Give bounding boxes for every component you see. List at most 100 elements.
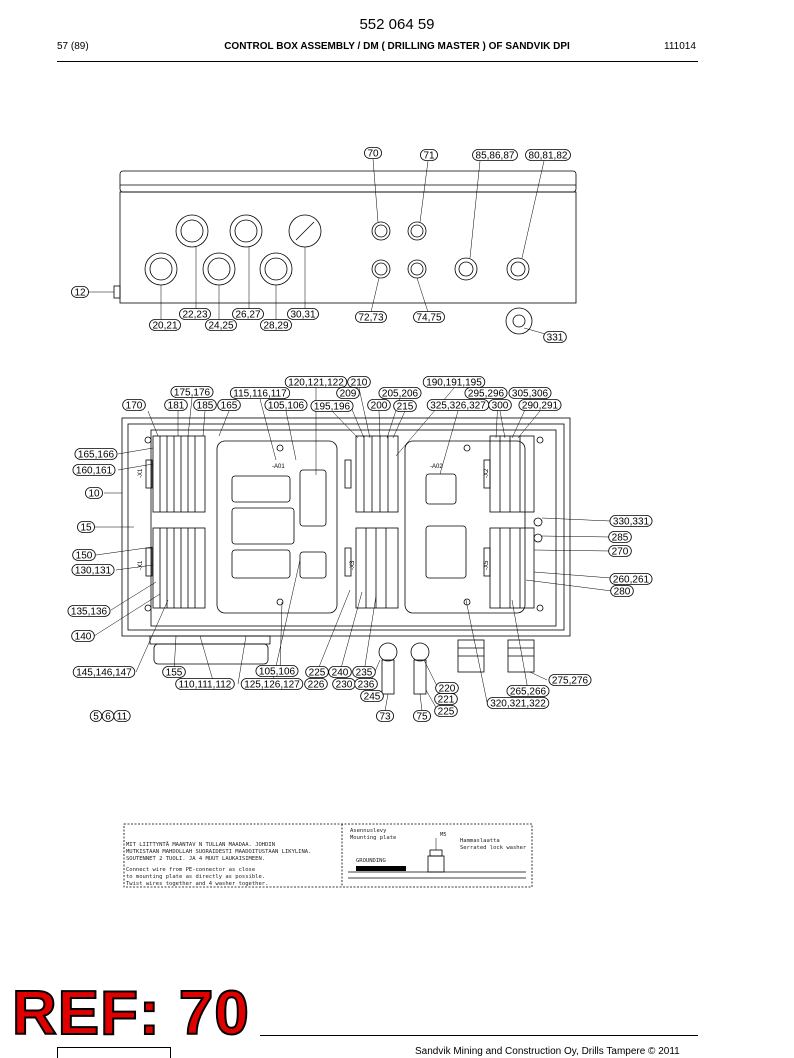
svg-text:225: 225 [438, 707, 455, 718]
connectors-top [371, 221, 533, 335]
callout: 165,166 [74, 448, 118, 461]
rail-label: -X1 [138, 560, 144, 570]
note-label: Mounting plate [350, 835, 396, 841]
svg-text:15: 15 [80, 523, 92, 534]
note-line: MUTKISTAAN MAHDOLLAH SUORAIDESTI MAADOIT… [126, 849, 311, 855]
svg-text:215: 215 [397, 402, 414, 413]
callout: 245 [360, 690, 384, 703]
callout: 135,136 [67, 605, 111, 618]
callout: 209 [336, 387, 360, 400]
svg-text:24,25: 24,25 [208, 321, 233, 332]
svg-text:325,326,327: 325,326,327 [430, 401, 486, 412]
internal-view-enclosure [121, 417, 571, 637]
svg-text:28,29: 28,29 [263, 321, 288, 332]
svg-text:235: 235 [356, 668, 373, 679]
svg-text:280: 280 [614, 587, 631, 598]
callout: 325,326,327 [426, 399, 490, 412]
svg-text:200: 200 [371, 401, 388, 412]
svg-text:22,23: 22,23 [182, 310, 207, 321]
svg-text:140: 140 [75, 632, 92, 643]
svg-text:70: 70 [367, 149, 379, 160]
callout: 240 [328, 666, 352, 679]
svg-text:80,81,82: 80,81,82 [529, 151, 568, 162]
svg-text:205,206: 205,206 [382, 389, 419, 400]
svg-text:105,106: 105,106 [268, 401, 305, 412]
callout: 12 [71, 286, 89, 299]
note-line: SOUTENNET 2 TUOLI. JA 4 MUUT LAUKAISIMEE… [126, 856, 265, 862]
callout: 290,291 [518, 399, 562, 412]
svg-text:290,291: 290,291 [522, 401, 559, 412]
callout: 330,331 [609, 515, 653, 528]
svg-text:225: 225 [309, 668, 326, 679]
svg-text:11: 11 [117, 712, 128, 723]
svg-text:236: 236 [358, 680, 375, 691]
callout: 70 [364, 147, 382, 160]
svg-text:26,27: 26,27 [235, 310, 260, 321]
callout: 305,306 [508, 387, 552, 400]
svg-text:10: 10 [88, 489, 100, 500]
note-line: Twist wires together and 4 washer togeth… [126, 881, 268, 887]
svg-text:115,116,117: 115,116,117 [233, 389, 287, 400]
callout: 270 [608, 545, 632, 558]
callout: 215 [393, 400, 417, 413]
svg-text:20,21: 20,21 [152, 321, 177, 332]
callout: 150 [72, 549, 96, 562]
svg-text:71: 71 [423, 151, 435, 162]
grounding-note-text: MIT LIITTYNTÄ MAANTAV N TULLAN MAADAA. J… [126, 828, 527, 887]
svg-text:245: 245 [364, 692, 381, 703]
svg-text:300: 300 [492, 401, 509, 412]
svg-text:190,191,195: 190,191,195 [426, 378, 482, 389]
callout: 24,25 [205, 319, 237, 332]
callout: 175,176 [170, 386, 214, 399]
callout: 200 [367, 399, 391, 412]
svg-text:105,106: 105,106 [259, 667, 296, 678]
rail-label: -X2 [484, 468, 490, 478]
document-number: 552 064 59 [359, 16, 435, 33]
callout: 260,261 [609, 573, 653, 586]
callout: 230 [332, 678, 356, 691]
note-label: Asennuslevy [350, 828, 387, 834]
internal-view-leaders [93, 387, 613, 712]
callout: 11 [113, 710, 131, 723]
note-label: Hammaslaatta [460, 838, 500, 844]
terminal-rails [145, 435, 535, 609]
callout: 28,29 [260, 319, 292, 332]
svg-text:285: 285 [612, 533, 629, 544]
cable-glands-top [144, 214, 322, 286]
callout: 275,276 [548, 674, 592, 687]
callout: 225 [305, 666, 329, 679]
svg-text:270: 270 [612, 547, 629, 558]
callout: 226 [304, 678, 328, 691]
callout: 115,116,117 [229, 387, 291, 400]
callout: 74,75 [413, 311, 445, 324]
callout: 235 [352, 666, 376, 679]
callout: 105,106 [255, 665, 299, 678]
callout: 190,191,195 [422, 376, 486, 389]
callout: 130,131 [71, 564, 115, 577]
svg-text:320,321,322: 320,321,322 [490, 699, 546, 710]
callout: 181 [164, 399, 188, 412]
callout: 26,27 [232, 308, 264, 321]
rail-label: -X1 [138, 468, 144, 478]
svg-text:75: 75 [416, 712, 428, 723]
svg-text:260,261: 260,261 [613, 575, 650, 586]
callout: 10 [85, 487, 103, 500]
bottom-glands [149, 635, 535, 695]
callout: 295,296 [464, 387, 508, 400]
module-label: -A01 [272, 464, 285, 470]
note-label: Serrated lock washer [460, 845, 527, 851]
callout-layer: 70 71 85,86,87 80,81,82 12 22,23 26,27 3… [67, 147, 653, 723]
svg-text:120,121,122: 120,121,122 [288, 378, 344, 389]
note-line: to mounting plate as directly as possibl… [126, 874, 265, 880]
callout: 85,86,87 [472, 149, 518, 162]
svg-text:72,73: 72,73 [358, 313, 383, 324]
svg-text:165,166: 165,166 [78, 450, 115, 461]
callout: 220 [435, 682, 459, 695]
callout: 155 [162, 666, 186, 679]
callout: 6 [101, 710, 115, 723]
svg-text:135,136: 135,136 [71, 607, 108, 618]
svg-text:155: 155 [166, 668, 183, 679]
callout: 30,31 [287, 308, 319, 321]
callout: 71 [420, 149, 438, 162]
note-line: Connect wire from PE-connector as close [126, 867, 255, 873]
